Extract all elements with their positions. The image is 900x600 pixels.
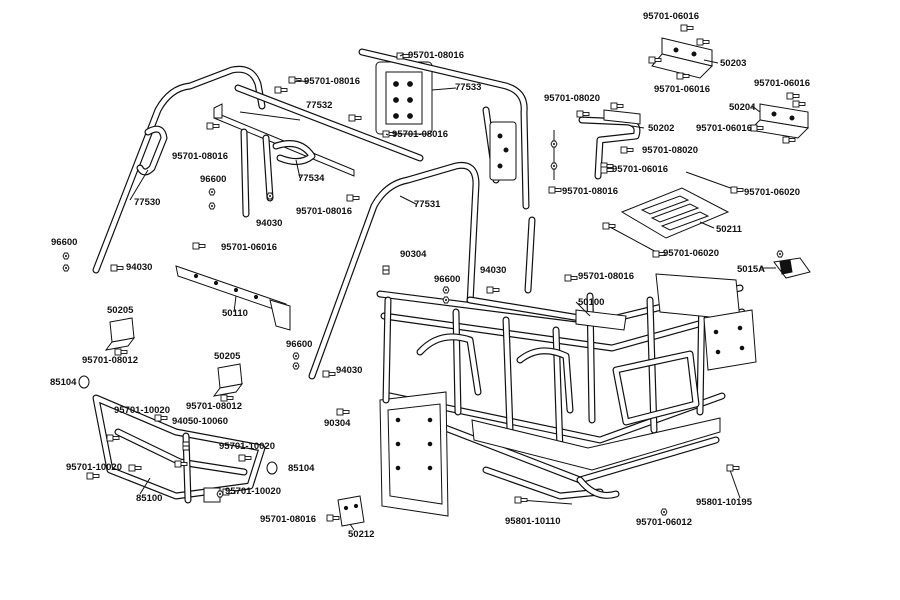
- bracket-5015a: [773, 257, 811, 279]
- front-bumper-85100: [92, 394, 266, 504]
- plugs-85104: [78, 375, 278, 475]
- label-p24: 95701-08016: [296, 206, 352, 217]
- label-p22: 77530: [134, 197, 160, 208]
- label-p18: 95701-08016: [562, 186, 618, 197]
- label-p51: 95701-10020: [225, 486, 281, 497]
- label-p35: 50110: [222, 308, 248, 319]
- bracket-50212: [337, 495, 365, 527]
- label-p28: 95701-06020: [663, 248, 719, 259]
- label-p41: 94030: [336, 365, 362, 376]
- label-p14: 95701-08016: [392, 129, 448, 140]
- label-p34: 95701-08016: [578, 271, 634, 282]
- label-p56: 95701-06012: [636, 517, 692, 528]
- label-p45: 90304: [324, 418, 351, 429]
- bracket-50205-b: [212, 363, 244, 402]
- label-p55: 50212: [348, 529, 374, 540]
- label-p19: 77534: [298, 173, 325, 184]
- cross-bar-77534: [240, 128, 316, 218]
- bracket-50202: [548, 102, 641, 194]
- label-p36: 50100: [578, 297, 604, 308]
- label-p32: 5015A: [737, 264, 765, 275]
- part-labels: 95701-06016 50203 95701-06016 95701-0601…: [50, 11, 810, 540]
- label-p46: 94050-10060: [172, 416, 228, 427]
- label-p12: 95701-08020: [642, 145, 698, 156]
- label-p33: 96600: [434, 274, 460, 285]
- label-p08: 95701-08016: [304, 76, 360, 87]
- label-p20: 96600: [200, 174, 226, 185]
- roll-bar-77531: [308, 161, 536, 380]
- label-p26: 96600: [51, 237, 77, 248]
- fasteners: [62, 52, 784, 522]
- label-p44: 95701-10020: [114, 405, 170, 416]
- leader-lines: [129, 53, 776, 531]
- label-p09: 77533: [455, 82, 481, 93]
- label-p43: 95701-08012: [186, 401, 242, 412]
- label-p13: 77532: [306, 100, 332, 111]
- bracket-50110: [175, 242, 291, 331]
- label-p42: 85104: [50, 377, 77, 388]
- label-p10: 95701-08020: [544, 93, 600, 104]
- label-p03: 95701-06016: [654, 84, 710, 95]
- label-p04: 95701-06016: [754, 78, 810, 89]
- bracket-50205-a: [104, 317, 136, 356]
- skid-plate-50211: [602, 171, 744, 258]
- label-p11: 50202: [648, 123, 674, 134]
- label-p21: 77531: [414, 199, 441, 210]
- label-p07: 95701-08016: [408, 50, 464, 61]
- label-p52: 95701-08016: [260, 514, 316, 525]
- label-p54: 95801-10195: [696, 497, 753, 508]
- main-frame-50100: [376, 273, 757, 517]
- bracket-50204: [748, 92, 810, 144]
- label-p05: 50204: [729, 102, 756, 113]
- label-p25: 50211: [716, 224, 743, 235]
- label-p50: 85100: [136, 493, 162, 504]
- label-p53: 95801-10110: [505, 516, 560, 527]
- roll-bar-77530: [92, 65, 266, 274]
- label-p29: 94030: [126, 262, 152, 273]
- label-p02: 50203: [720, 58, 746, 69]
- rear-cage-77533: [358, 48, 530, 210]
- label-p48: 95701-10020: [66, 462, 122, 473]
- label-p49: 85104: [288, 463, 315, 474]
- label-p01: 95701-06016: [643, 11, 699, 22]
- label-p06: 95701-06016: [696, 123, 752, 134]
- label-p31: 94030: [480, 265, 506, 276]
- label-p30: 90304: [400, 249, 427, 260]
- label-p40: 50205: [214, 351, 241, 362]
- label-p38: 95701-08012: [82, 355, 138, 366]
- label-p47: 95701-10020: [219, 441, 275, 452]
- label-p23: 94030: [256, 218, 282, 229]
- label-p27: 95701-06016: [221, 242, 277, 253]
- label-p15: 95701-08016: [172, 151, 228, 162]
- label-p16: 95701-06016: [612, 164, 668, 175]
- label-p37: 50205: [107, 305, 134, 316]
- bracket-50203: [648, 24, 713, 80]
- label-p17: 95701-06020: [744, 187, 800, 198]
- label-p39: 96600: [286, 339, 312, 350]
